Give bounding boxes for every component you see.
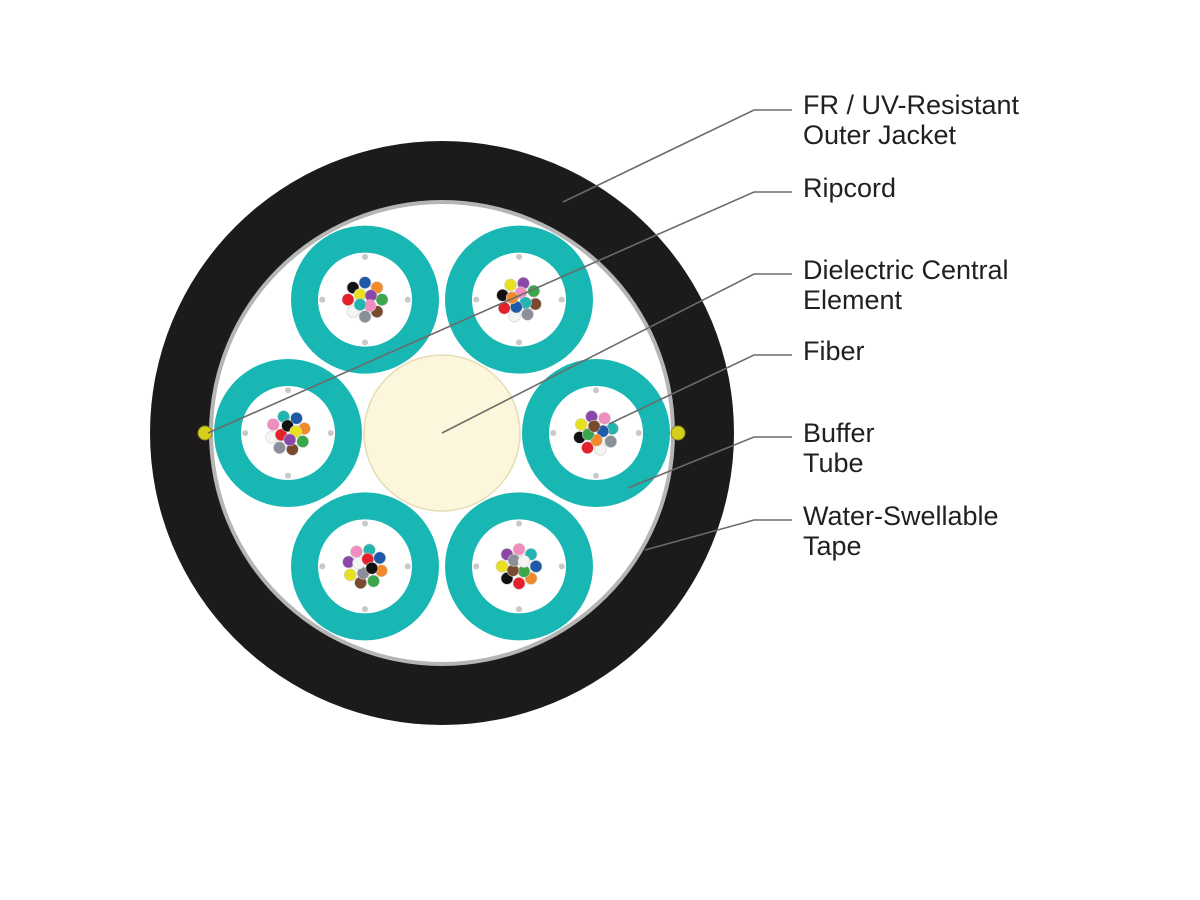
buffer-tube-group	[522, 359, 670, 507]
label-outer-jacket-line-1: FR / UV-Resistant	[803, 90, 1020, 120]
fiber	[512, 577, 526, 590]
fiber	[373, 551, 387, 565]
buffer-tube-group	[445, 225, 593, 374]
label-central-element: Dielectric Central Element	[803, 255, 1009, 315]
leader-line	[207, 191, 792, 434]
label-central-element-line-2: Element	[803, 285, 903, 315]
tube-filler-dot	[362, 339, 368, 346]
fiber	[587, 419, 601, 433]
tube-filler-dot	[635, 430, 642, 436]
fiber	[273, 441, 286, 455]
buffer-tube-group	[214, 359, 362, 507]
label-outer-jacket: FR / UV-Resistant Outer Jacket	[803, 90, 1019, 150]
fiber	[574, 418, 588, 431]
label-fiber: Fiber	[803, 336, 865, 366]
tube-filler-dot	[285, 472, 291, 479]
label-fiber-line-1: Fiber	[803, 336, 865, 366]
tube-filler-dot	[593, 472, 599, 479]
fiber	[517, 555, 531, 568]
fiber	[266, 418, 280, 431]
tube-filler-dot	[404, 563, 411, 570]
label-water-swellable-tape-line-1: Water-Swellable	[803, 501, 999, 531]
fiber	[365, 561, 379, 575]
tube-filler-dot	[516, 520, 522, 527]
buffer-tube-gel	[241, 386, 335, 480]
label-water-swellable-tape-line-2: Tape	[803, 531, 862, 561]
label-ripcord: Ripcord	[803, 173, 896, 203]
tube-filler-dot	[558, 563, 565, 570]
leader-line	[608, 354, 792, 425]
tube-filler-dot	[516, 253, 522, 260]
tube-filler-dot	[473, 296, 480, 303]
leader-lines	[207, 109, 792, 551]
tube-filler-dot	[362, 606, 368, 613]
label-outer-jacket-line-2: Outer Jacket	[803, 120, 957, 150]
ripcord-left	[197, 425, 213, 441]
leader-line	[562, 109, 792, 203]
leader-line	[627, 436, 792, 489]
tube-filler-dot	[327, 430, 334, 436]
fiber	[598, 411, 611, 425]
label-water-swellable-tape: Water-Swellable Tape	[803, 501, 999, 561]
buffer-tube-gel	[472, 519, 566, 614]
buffer-tube-group	[291, 225, 439, 374]
label-buffer-tube-line-1: Buffer	[803, 418, 875, 448]
tube-filler-dot	[473, 563, 480, 570]
fiber	[367, 574, 380, 588]
fiber	[343, 568, 357, 582]
fiber	[350, 545, 363, 558]
fiber	[341, 293, 355, 306]
fiber	[358, 310, 372, 323]
fiber	[358, 276, 372, 289]
fiber	[505, 291, 519, 305]
tube-filler-dot	[404, 296, 411, 303]
buffer-tube-gel	[549, 386, 643, 480]
ripcord-right	[670, 425, 686, 441]
label-buffer-tube-line-2: Tube	[803, 448, 864, 478]
fiber	[512, 543, 526, 556]
fiber	[504, 278, 517, 292]
fiber	[283, 433, 297, 447]
tube-filler-dot	[319, 563, 326, 570]
buffer-tube-gel	[318, 519, 412, 614]
buffer-tube-gel	[472, 252, 566, 347]
label-ripcord-line-1: Ripcord	[803, 173, 897, 203]
label-central-element-line-1: Dielectric Central	[803, 255, 1009, 285]
fiber	[581, 441, 594, 455]
label-buffer-tube: Buffer Tube	[803, 418, 875, 478]
tube-filler-dot	[362, 253, 368, 260]
tube-filler-dot	[516, 339, 522, 346]
fiber	[353, 298, 367, 311]
leader-line	[441, 273, 792, 434]
tube-filler-dot	[319, 296, 326, 303]
tube-filler-dot	[558, 296, 565, 303]
tube-filler-dot	[285, 387, 291, 394]
tube-filler-dot	[516, 606, 522, 613]
fiber	[290, 411, 303, 425]
fiber	[529, 560, 543, 573]
fiber	[495, 560, 509, 573]
tube-filler-dot	[242, 430, 249, 436]
buffer-tube-group	[445, 492, 593, 641]
fiber	[604, 435, 618, 448]
fiber	[521, 308, 534, 321]
buffer-tube-group	[291, 492, 439, 641]
fiber	[375, 293, 389, 306]
fiber	[296, 435, 310, 448]
leader-line	[644, 519, 792, 551]
tube-filler-dot	[593, 387, 599, 394]
tube-filler-dot	[362, 520, 368, 527]
buffer-tube-gel	[318, 252, 412, 347]
tube-filler-dot	[550, 430, 557, 436]
